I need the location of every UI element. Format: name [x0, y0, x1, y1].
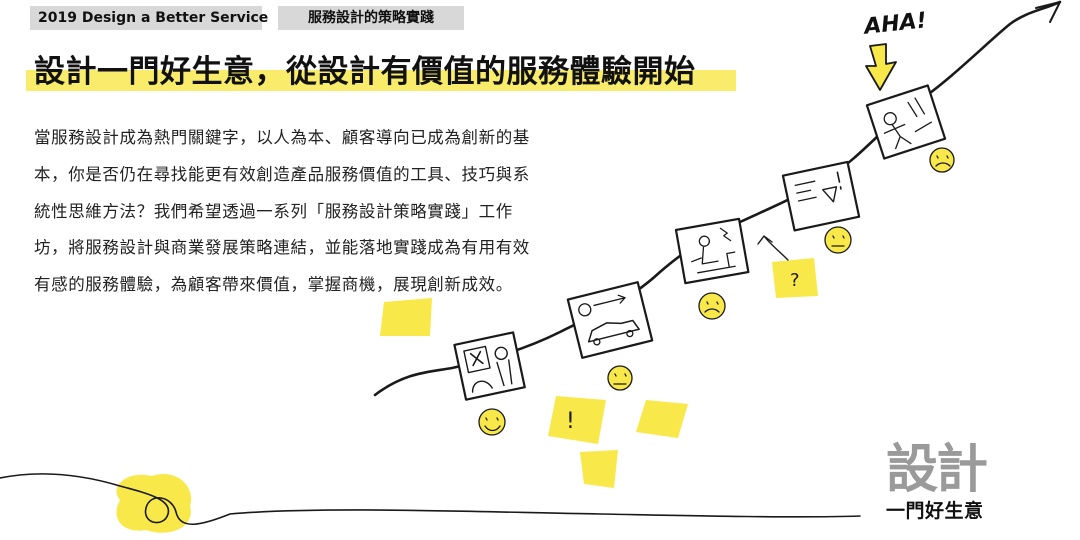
emotion-face — [824, 226, 852, 254]
intro-line: 坊，將服務設計與商業發展策略連結，並能落地實踐成為有用有效 — [34, 238, 530, 258]
emotion-face — [478, 408, 506, 436]
sticky-note — [380, 298, 432, 336]
curved-arrow — [757, 235, 789, 261]
journey-curve — [373, 0, 1062, 397]
emotion-face — [929, 147, 955, 173]
sticky-note — [548, 396, 606, 444]
sticky-note-mark: ? — [790, 270, 800, 291]
intro-paragraph: 當服務設計成為熱門關鍵字，以人為本、顧客導向已成為創新的基 本，你是否仍在尋找能… — [34, 120, 604, 304]
page-title: 設計一門好生意，從設計有價值的服務體驗開始 — [34, 54, 696, 90]
curve-arrowhead — [1035, 1, 1061, 23]
journey-card — [566, 281, 654, 359]
intro-line: 本，你是否仍在尋找能更有效創造產品服務價值的工具、技巧與系 — [34, 164, 530, 184]
emotion-face — [607, 365, 633, 391]
yellow-blob — [116, 474, 192, 533]
emotion-face — [698, 292, 726, 320]
aha-arrow — [865, 43, 897, 91]
headline-highlight — [26, 70, 736, 91]
intro-line: 統性思維方法？我們希望透過一系列「服務設計策略實踐」工作 — [34, 201, 513, 221]
journey-card — [781, 160, 861, 232]
brand-line-2: 一門好生意 — [886, 500, 984, 522]
aha-text: AHA! — [861, 8, 928, 40]
journey-card — [453, 331, 526, 401]
sticky-note — [580, 450, 618, 488]
event-tag: 2019 Design a Better Service — [30, 6, 268, 30]
sticky-note — [636, 400, 688, 438]
workshop-tag: 服務設計的策略實踐 — [278, 6, 464, 30]
sticky-note — [772, 258, 818, 298]
intro-line: 當服務設計成為熱門關鍵字，以人為本、顧客導向已成為創新的基 — [34, 128, 530, 147]
brand-logo: 設計 一門好生意 — [886, 441, 1006, 523]
scribble-line — [0, 473, 861, 525]
brand-line-1: 設計 — [886, 440, 988, 500]
journey-card — [674, 217, 750, 285]
intro-line: 有感的服務體驗，為顧客帶來價值，掌握商機，展現創新成效。 — [34, 275, 513, 295]
journey-card — [865, 84, 947, 160]
sticky-note-mark: ! — [566, 409, 575, 434]
